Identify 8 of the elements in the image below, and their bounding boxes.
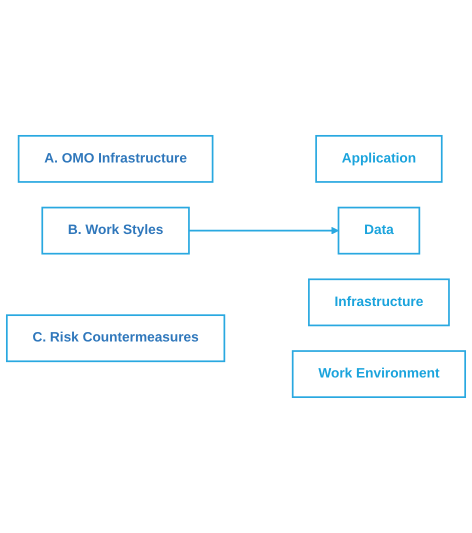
node-box: Data [338, 206, 420, 255]
node-box: C. Risk Countermeasures [6, 314, 226, 362]
node-box: Application [315, 134, 443, 183]
node-box: Infrastructure [308, 278, 450, 326]
arrow [188, 226, 339, 234]
node-box: B. Work Styles [41, 206, 190, 255]
node-box: Work Environment [292, 350, 466, 398]
node-box: A. OMO Infrastructure [18, 134, 214, 183]
